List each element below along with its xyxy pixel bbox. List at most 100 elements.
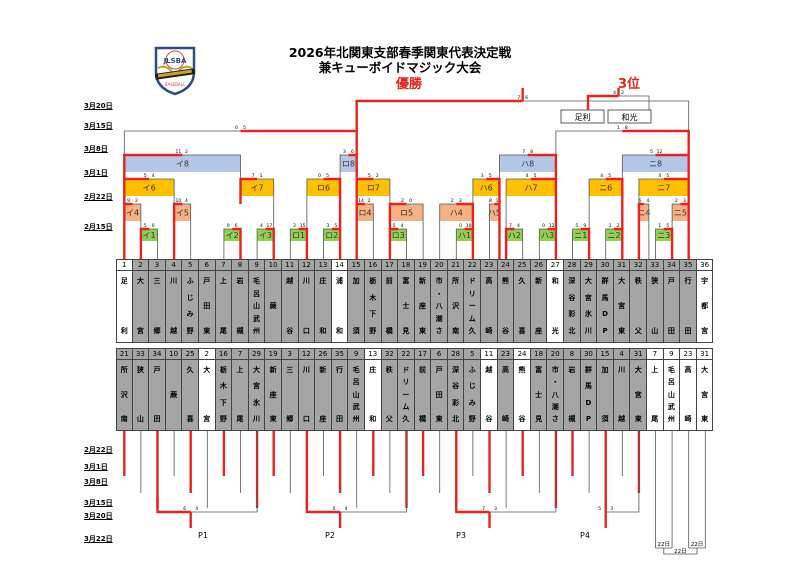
match-ha7-score-left: 4 [526, 173, 529, 179]
match-ha5-box [489, 204, 500, 221]
team-name: 戸田 [663, 271, 680, 343]
team-number: 10 [265, 259, 281, 271]
match-ha8-box [499, 155, 556, 172]
team-number: 34 [149, 348, 165, 360]
match-i4-box [124, 204, 141, 221]
match-ni7-left-line [638, 178, 664, 204]
third-place-team-box [607, 109, 652, 124]
team-name: 庄和 [315, 271, 331, 343]
match-ni5-box-label: ニ5 [674, 209, 687, 218]
match-ro2-box-label: ロ2 [325, 231, 338, 240]
champion-label: 優勝 [396, 77, 423, 92]
team-number: 4 [165, 259, 182, 271]
match-ro4-right-line [365, 203, 374, 259]
team-name: 蕨 [265, 271, 281, 343]
team-name: 川口 [298, 271, 315, 343]
team-number: 18 [530, 348, 547, 360]
team-name: 深谷彩北 [564, 271, 580, 343]
match-ro7-score-right: 2 [376, 173, 379, 179]
placement-score-right: 3 [494, 506, 497, 512]
match-ro8-left-line [339, 154, 349, 179]
team-number: 6 [198, 259, 215, 271]
placement-label: P2 [325, 531, 335, 540]
match-i3-box [257, 229, 274, 241]
match-ha8-score-right: 8 [530, 149, 533, 155]
team-name: ドリーム久 [464, 271, 481, 343]
match-ro5-box [389, 204, 424, 221]
team-name: 毛呂山武州 [248, 271, 265, 343]
team-number: 11 [481, 348, 497, 360]
date-label: 3月8日 [84, 478, 108, 486]
match-i7-box-label: イ7 [251, 184, 264, 193]
match-i6-box [124, 179, 175, 196]
match-ha5-left-line [489, 203, 495, 259]
match-i5-box [174, 204, 191, 221]
match-ro7-score-left: 5 [368, 173, 371, 179]
match-ni6-box [589, 179, 623, 196]
match-ha4-score-left: 2 [451, 198, 454, 204]
league-logo: JLSBA BASEBALL [152, 44, 198, 96]
team-number: 5 [464, 348, 481, 360]
match-ha7-score-right: 5 [534, 173, 537, 179]
match-ni4-box [638, 204, 649, 221]
team-number: 28 [564, 259, 580, 271]
team-name: 三郷 [281, 360, 298, 431]
team-number: 33 [647, 259, 663, 271]
team-name: 行田 [680, 271, 696, 343]
match-ro6-score-left: 0 [318, 173, 321, 179]
date-label: 3月15日 [84, 499, 113, 507]
date-label: 2月22日 [84, 446, 113, 454]
team-number: 29 [248, 348, 265, 360]
match-ro5-score-right: 0 [409, 198, 412, 204]
final-score-right: 6 [525, 95, 528, 101]
match-ni7-box-label: ニ7 [657, 184, 670, 193]
team-name: 新座東 [265, 360, 281, 431]
team-name: 市・八潮さ [431, 271, 447, 343]
match-i3-box-label: イ3 [259, 231, 272, 240]
match-i6-box-label: イ6 [143, 184, 156, 193]
third-place-label: 3位 [618, 77, 641, 92]
match-ro8-box-label: ロ8 [342, 160, 355, 169]
semifinal-2-score-right: 8 [625, 125, 628, 131]
semifinal-2-score-left: 1 [617, 125, 620, 131]
team-number: 23 [497, 348, 514, 360]
third-place-team-name: 足利 [575, 112, 591, 122]
match-ni1-box-label: ニ1 [574, 231, 587, 240]
match-ha1-left-line [455, 228, 465, 259]
team-name: 戸田 [149, 360, 165, 431]
team-number: 20 [431, 259, 447, 271]
team-number: 18 [398, 259, 414, 271]
match-ni4-box-label: ニ4 [637, 209, 650, 218]
match-i8-right-line [182, 154, 241, 179]
match-i6-right-line [149, 178, 175, 204]
team-number: 7 [647, 348, 663, 360]
match-ro3-score-right: 4 [401, 223, 404, 229]
placement-score-left: 7 [482, 506, 485, 512]
match-ni3-left-line [655, 228, 664, 259]
match-ha2-score-right: 4 [517, 223, 520, 229]
team-name: 和光 [547, 271, 564, 343]
team-name: 毛呂山武州 [348, 360, 364, 431]
placement-label: P1 [198, 531, 208, 540]
team-number: 22 [464, 259, 481, 271]
match-ni3-score-left: 1 [658, 223, 661, 229]
